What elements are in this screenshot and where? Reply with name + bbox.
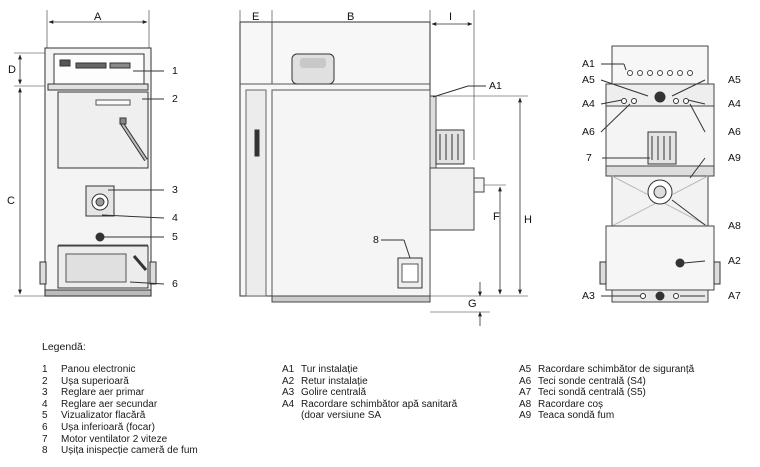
legend-text: Golire centrală	[301, 387, 367, 399]
legend-key: 6	[42, 421, 48, 433]
legend-row: A2 Retur instalație	[282, 376, 457, 388]
dim-label-i: I	[449, 11, 452, 23]
legend-key: A6	[519, 375, 532, 387]
callout-a2: A2	[728, 255, 741, 267]
legend-text: Reglare aer secundar	[61, 398, 158, 410]
legend-key: 4	[42, 398, 48, 410]
callout-a9: A9	[728, 152, 741, 164]
callout-5: 5	[172, 231, 178, 243]
legend-key: A3	[282, 387, 295, 399]
legend-row: A8 Racordare coș	[519, 399, 694, 411]
legend-row: 1 Panou electronic	[42, 364, 198, 376]
legend-row: A7 Teci sondă centrală (S5)	[519, 387, 694, 399]
callout-4: 4	[172, 212, 178, 224]
callout-a3: A3	[582, 290, 595, 302]
callout-6: 6	[172, 278, 178, 290]
callout-a4-left: A4	[582, 98, 595, 110]
dim-label-a: A	[94, 11, 102, 23]
legend-title: Legendă:	[42, 341, 86, 353]
boiler-technical-drawing: A D C 1 2 3 4 5 6	[7, 10, 741, 326]
front-labels: A D C 1 2 3 4 5 6	[7, 11, 178, 290]
legend-text: Racordare coș	[538, 398, 604, 410]
callout-back-a1: A1	[582, 58, 595, 70]
dim-label-f: F	[493, 211, 500, 223]
dim-label-d: D	[8, 64, 16, 76]
legend-text: Ușa inferioară (focar)	[61, 421, 155, 433]
dim-label-b: B	[347, 11, 354, 23]
back-view	[599, 45, 721, 303]
legend-text: Teci sonde centrală (S4)	[538, 375, 646, 387]
dim-label-e: E	[252, 11, 259, 23]
legend-row: 4 Reglare aer secundar	[42, 399, 198, 411]
legend-key: A2	[282, 375, 295, 387]
callout-a6-left: A6	[582, 126, 595, 138]
back-labels: A1 A5 A5 A4 A4 A6 A6 7 A9 A8 A2 A3 A7	[582, 58, 741, 302]
dim-label-c: C	[7, 195, 15, 207]
legend-row: 3 Reglare aer primar	[42, 387, 198, 399]
legend-text: (doar versiune SA	[301, 410, 382, 422]
legend-row: 2 Ușa superioară	[42, 376, 198, 388]
legend-key: A4	[282, 398, 295, 410]
callout-a5-right: A5	[728, 74, 741, 86]
dim-label-h: H	[524, 214, 532, 226]
legend-key: 5	[42, 410, 48, 422]
side-labels: E B I H F G A1 8	[252, 11, 532, 310]
legend-row: A6 Teci sonde centrală (S4)	[519, 376, 694, 388]
legend-text: Teci sondă centrală (S5)	[538, 387, 646, 399]
callout-a4-right: A4	[728, 98, 741, 110]
legend-key: 1	[42, 364, 48, 375]
callout-8: 8	[373, 234, 379, 246]
legend-key: A7	[519, 387, 532, 399]
legend-text: Teaca sondă fum	[538, 410, 615, 422]
legend-text: Reglare aer primar	[61, 387, 145, 399]
legend-key: 2	[42, 375, 48, 387]
legend-row: 8 Ușița inispecție cameră de fum	[42, 445, 198, 457]
legend-text: Racordare schimbător apă sanitară	[301, 398, 458, 410]
legend-text: Motor ventilator 2 viteze	[61, 433, 168, 445]
legend-text: Ușa superioară	[61, 375, 129, 387]
callout-3: 3	[172, 184, 178, 196]
legend-text: Panou electronic	[61, 364, 136, 375]
callout-side-a1: A1	[489, 80, 502, 92]
legend-text: Racordare schimbător de siguranță	[538, 364, 695, 375]
legend-row: A9 Teaca sondă fum	[519, 410, 694, 422]
legend-row: (doar versiune SA	[282, 410, 457, 422]
legend-key: A9	[519, 410, 532, 422]
legend-row: A4 Racordare schimbător apă sanitară	[282, 399, 457, 411]
legend-text: Tur instalație	[301, 364, 358, 375]
callout-7: 7	[586, 152, 592, 164]
legend-row: 5 Vizualizator flacără	[42, 410, 198, 422]
legend-key: A5	[519, 364, 532, 375]
callout-a8: A8	[728, 220, 741, 232]
legend-row: A1 Tur instalație	[282, 364, 457, 376]
dim-label-g: G	[468, 298, 477, 310]
legend-key: 8	[42, 445, 48, 457]
legend-key: A1	[282, 364, 295, 375]
legend-row: 7 Motor ventilator 2 viteze	[42, 434, 198, 446]
callout-a5-left: A5	[582, 74, 595, 86]
legend-key: 3	[42, 387, 48, 399]
front-view	[14, 10, 165, 297]
callout-2: 2	[172, 93, 178, 105]
callout-a7: A7	[728, 290, 741, 302]
legend-key: 7	[42, 433, 48, 445]
legend-row: A3 Golire centrală	[282, 387, 457, 399]
legend-key	[282, 410, 301, 422]
legend-row: A5 Racordare schimbător de siguranță	[519, 364, 694, 376]
callout-a6-right: A6	[728, 126, 741, 138]
legend-text: Retur instalație	[301, 375, 368, 387]
legend-text: Vizualizator flacără	[61, 410, 146, 422]
legend-key: A8	[519, 398, 532, 410]
side-view	[239, 10, 528, 326]
legend-row: 6 Ușa inferioară (focar)	[42, 422, 198, 434]
legend-text: Ușița inispecție cameră de fum	[61, 445, 198, 457]
callout-1: 1	[172, 65, 178, 77]
